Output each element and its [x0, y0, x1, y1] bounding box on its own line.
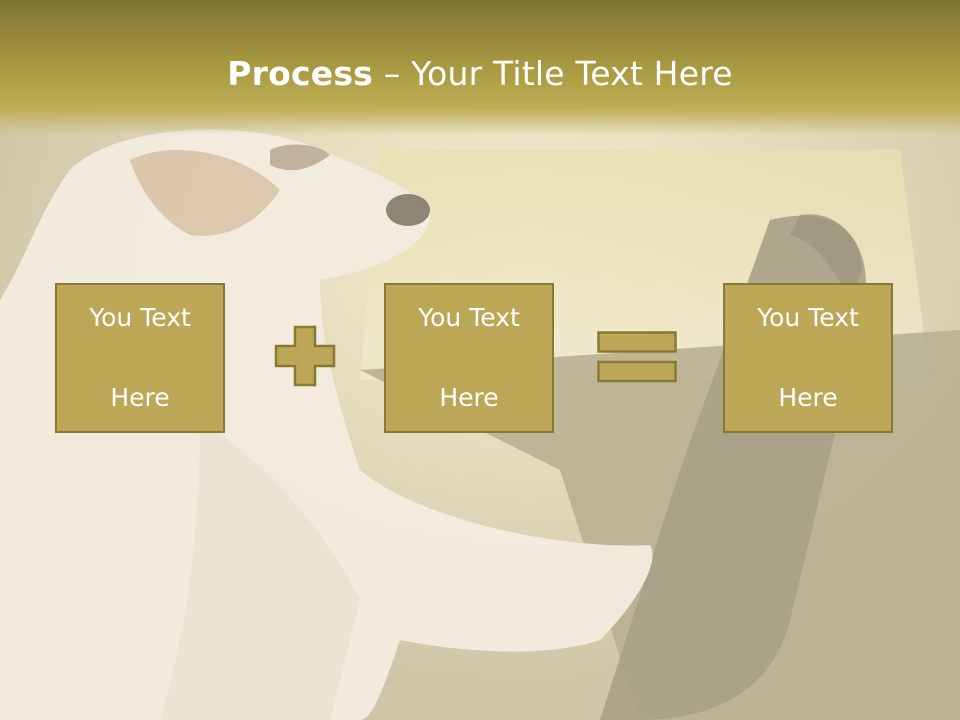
text-box-2-line1: You Text	[418, 303, 520, 332]
equals-icon	[597, 331, 677, 383]
title-rest: – Your Title Text Here	[373, 54, 733, 93]
text-box-3-line2: Here	[778, 383, 838, 412]
text-box-2-line2: Here	[439, 383, 499, 412]
text-box-1-line2: Here	[110, 383, 170, 412]
plus-icon	[274, 325, 336, 387]
title-bold: Process	[227, 54, 374, 93]
text-box-1-line1: You Text	[89, 303, 191, 332]
title-bar	[0, 0, 960, 135]
text-box-3-line1: You Text	[757, 303, 859, 332]
slide-title: Process – Your Title Text Here	[0, 52, 960, 96]
